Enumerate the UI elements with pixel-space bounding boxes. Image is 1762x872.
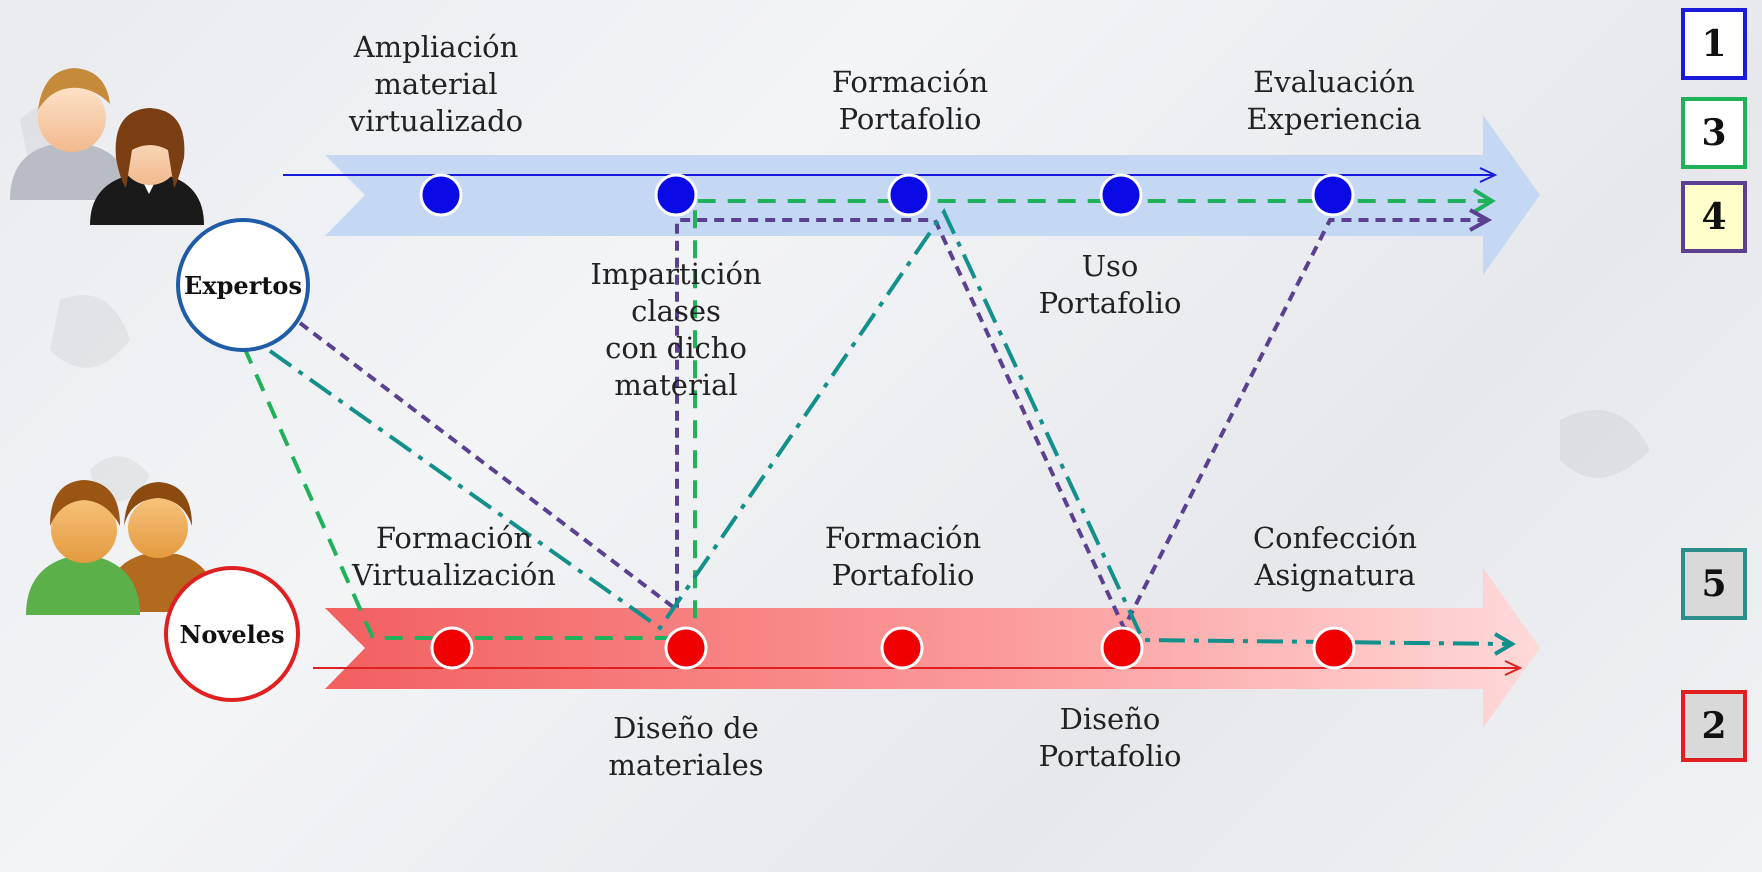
- noveles-nodes: [430, 626, 1356, 670]
- path-box-number: 3: [1701, 112, 1727, 154]
- stage-label-uso-portafolio: Uso Portafolio: [1038, 249, 1182, 320]
- expertos-role-label: Expertos: [184, 270, 302, 300]
- expertos-node: [887, 173, 931, 217]
- path-5-teal: [268, 207, 1511, 646]
- path-box-number: 5: [1701, 563, 1727, 605]
- stage-label-confeccion: Confección Asignatura: [1252, 521, 1418, 592]
- expertos-nodes: [419, 173, 1355, 217]
- stage-label-formacion-portafolio-noveles: Formación Portafolio: [824, 521, 982, 592]
- stage-label-formacion-virtualizacion: Formación Virtualización: [352, 521, 556, 592]
- path-box-number: 1: [1701, 23, 1727, 65]
- path-3-arrowhead: [1472, 188, 1496, 214]
- path-box-5: 5: [1681, 548, 1747, 620]
- noveles-node: [1312, 626, 1356, 670]
- noveles-role-label: Noveles: [179, 619, 285, 649]
- path-box-2: 2: [1681, 690, 1747, 762]
- noveles-node: [430, 626, 474, 670]
- expertos-node: [1311, 173, 1355, 217]
- noveles-node: [880, 626, 924, 670]
- noveles-node: [664, 626, 708, 670]
- stage-label-formacion-portafolio-expertos: Formación Portafolio: [831, 65, 989, 136]
- noveles-role-circle: Noveles: [164, 566, 300, 702]
- path-box-4: 4: [1681, 181, 1747, 253]
- path-box-3: 3: [1681, 97, 1747, 169]
- experts-people-icon: [10, 68, 204, 225]
- expertos-node: [1099, 173, 1143, 217]
- path-4-arrowhead: [1469, 208, 1493, 232]
- stage-label-imparticion: Impartición clases con dicho material: [590, 257, 762, 402]
- noveles-node: [1100, 626, 1144, 670]
- stage-label-ampliacion: Ampliación material virtualizado: [348, 30, 524, 138]
- expertos-node: [654, 173, 698, 217]
- stage-label-evaluacion: Evaluación Experiencia: [1246, 65, 1422, 136]
- stage-label-diseno-materiales: Diseño de materiales: [608, 711, 764, 782]
- stage-label-diseno-portafolio: Diseño Portafolio: [1038, 702, 1182, 773]
- path-4-purple: [298, 218, 1486, 633]
- path-box-number: 2: [1701, 705, 1727, 747]
- path-box-1: 1: [1681, 8, 1747, 80]
- noveles-baseline: [313, 660, 1523, 676]
- expertos-baseline: [283, 167, 1498, 183]
- expertos-track: [325, 115, 1540, 275]
- path-box-number: 4: [1701, 196, 1727, 238]
- path-5-arrowhead: [1493, 632, 1516, 656]
- expertos-role-circle: Expertos: [176, 218, 310, 352]
- expertos-node: [419, 173, 463, 217]
